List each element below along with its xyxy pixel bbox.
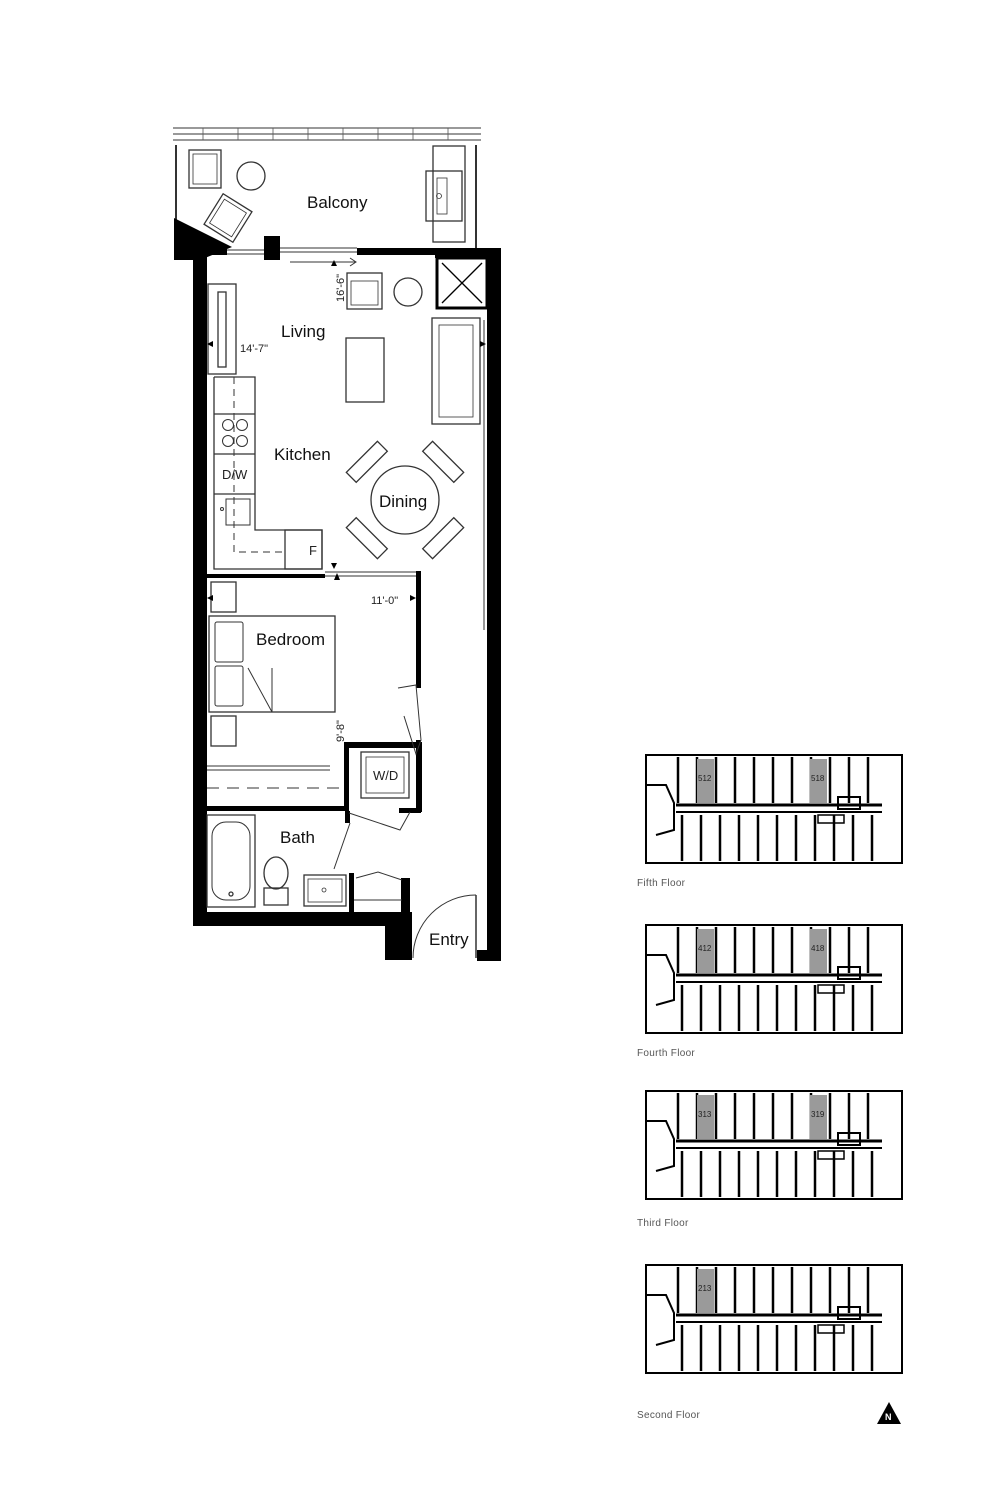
dimension-markers: [207, 260, 486, 601]
walls: [193, 236, 501, 961]
room-label-kitchen: Kitchen: [274, 445, 331, 464]
keyplan-unit-number: 418: [811, 944, 825, 953]
keyplan-unit-number: 512: [698, 774, 712, 783]
keyplan-3: 213: [645, 1264, 903, 1374]
keyplan-elevator: [837, 1132, 861, 1146]
keyplan-unit-number: 213: [698, 1284, 712, 1293]
bath-fixtures: [206, 814, 403, 908]
keyplan-elevator: [817, 1150, 845, 1160]
dining-set: [345, 440, 465, 560]
keyplan-highlighted-unit: [810, 929, 827, 973]
dimension-living-length: 16'-6": [335, 274, 347, 302]
keyplans: 512 518 412 418 313 319 213: [645, 754, 903, 1374]
keyplan-elevator: [837, 966, 861, 980]
washer-dryer-closet: [348, 751, 411, 831]
room-label-entry: Entry: [429, 930, 469, 949]
dimension-living-width: 14'-7": [240, 343, 268, 355]
living-furniture: [207, 272, 481, 425]
kitchen-uppers: [233, 377, 285, 553]
room-label-dining: Dining: [379, 492, 427, 511]
keyplan-highlighted-unit: [697, 1095, 714, 1139]
keyplan-stair: [646, 1294, 675, 1346]
keyplan-2: 313 319: [645, 1090, 903, 1200]
keyplan-highlighted-unit: [810, 1095, 827, 1139]
north-arrow-label: N: [885, 1412, 892, 1422]
keyplan-1: 412 418: [645, 924, 903, 1034]
dimension-bedroom-length: 9'-8": [335, 720, 347, 742]
north-arrow-icon: N: [877, 1402, 901, 1424]
keyplan-stair: [646, 954, 675, 1006]
keyplan-highlighted-unit: [697, 929, 714, 973]
fixture-label-dishwasher: D/W: [222, 467, 248, 482]
bedroom-furniture: [207, 581, 422, 789]
keyplan-elevator: [817, 814, 845, 824]
dimension-bedroom-width: 11'-0": [371, 595, 398, 607]
entry-door: [412, 894, 477, 959]
keyplan-highlighted-unit: [697, 1269, 714, 1313]
fixture-label-washer-dryer: W/D: [373, 768, 398, 783]
keyplan-outline: [645, 1090, 903, 1200]
keyplan-elevator: [817, 1324, 845, 1334]
keyplan-0: 512 518: [645, 754, 903, 864]
room-label-balcony: Balcony: [307, 193, 368, 212]
keyplan-caption-fourth-floor: Fourth Floor: [637, 1048, 696, 1059]
keyplan-stair: [646, 1120, 675, 1172]
room-label-bath: Bath: [280, 828, 315, 847]
keyplan-unit-number: 319: [811, 1110, 825, 1119]
keyplan-outline: [645, 924, 903, 1034]
keyplan-unit-number: 518: [811, 774, 825, 783]
keyplan-caption-second-floor: Second Floor: [637, 1410, 701, 1421]
keyplan-outline: [645, 1264, 903, 1374]
kitchen-cabinets: [213, 376, 323, 570]
keyplan-unit-number: 313: [698, 1110, 712, 1119]
keyplan-elevator: [837, 796, 861, 810]
keyplan-caption-fifth-floor: Fifth Floor: [637, 878, 686, 889]
keyplan-highlighted-unit: [810, 759, 827, 803]
fixture-label-fridge: F: [309, 543, 317, 558]
keyplan-outline: [645, 754, 903, 864]
keyplan-caption-third-floor: Third Floor: [637, 1218, 689, 1229]
room-label-bedroom: Bedroom: [256, 630, 325, 649]
keyplan-unit-number: 412: [698, 944, 712, 953]
balcony-windows: [227, 247, 357, 267]
keyplan-highlighted-unit: [697, 759, 714, 803]
keyplan-stair: [646, 784, 675, 836]
keyplan-elevator: [817, 984, 845, 994]
bedroom-sliding-door: [325, 571, 416, 577]
room-label-living: Living: [281, 322, 325, 341]
keyplan-elevator: [837, 1306, 861, 1320]
